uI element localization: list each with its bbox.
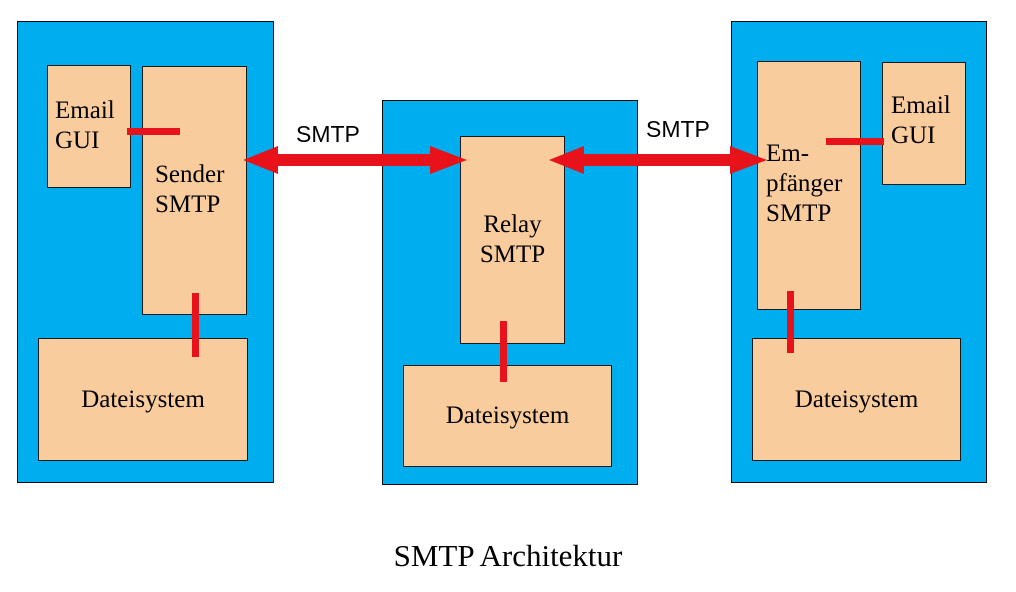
relay-filesystem-box: Dateisystem (403, 365, 612, 467)
sender-smtp-filesystem-connector (192, 293, 199, 357)
receiver-filesystem-label: Dateisystem (794, 385, 919, 413)
receiver-gui-smtp-connector (826, 138, 884, 145)
receiver-smtp-filesystem-connector (787, 291, 794, 353)
receiver-email-gui-label: Email GUI (891, 92, 951, 149)
sender-filesystem-box: Dateisystem (38, 338, 248, 461)
smtp-link-label-right: SMTP (646, 116, 710, 142)
relay-smtp-label: Relay SMTP (479, 211, 546, 268)
relay-smtp-filesystem-connector (500, 321, 507, 382)
receiver-filesystem-box: Dateisystem (752, 338, 961, 461)
smtp-link-label-left: SMTP (296, 121, 360, 147)
sender-smtp-label: Sender SMTP (155, 161, 225, 218)
sender-relay-arrow (243, 146, 467, 174)
receiver-smtp-box: Em- pfänger SMTP (757, 61, 861, 310)
sender-email-gui-box: Email GUI (47, 65, 131, 188)
sender-gui-smtp-connector (127, 128, 180, 135)
relay-receiver-arrow (549, 146, 767, 174)
relay-smtp-box: Relay SMTP (460, 136, 565, 344)
sender-smtp-box: Sender SMTP (142, 66, 247, 315)
diagram-caption: SMTP Architektur (393, 538, 623, 573)
sender-email-gui-label: Email GUI (55, 97, 115, 154)
sender-filesystem-label: Dateisystem (81, 385, 205, 413)
relay-filesystem-label: Dateisystem (445, 402, 570, 429)
receiver-email-gui-box: Email GUI (882, 62, 966, 185)
receiver-smtp-label: Em- pfänger SMTP (766, 140, 843, 227)
